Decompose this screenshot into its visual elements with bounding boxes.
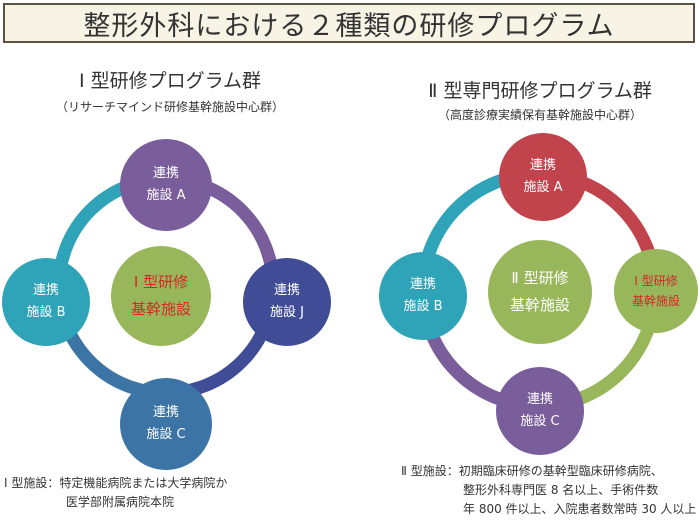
node-line2: 施設 C [520, 414, 560, 429]
node-line1: 連携 [529, 158, 556, 173]
node-line2: 施設 C [146, 427, 186, 442]
program2-node-facility-a: 連携 施設 A [499, 133, 587, 221]
program2-node-facility-c: 連携 施設 C [496, 367, 584, 455]
program1-note-text1: 特定機能病院または大学病院か [59, 476, 228, 490]
program2-note-text1: 初期臨床研修の基幹型臨床研修病院、 [458, 464, 663, 478]
program2-note: Ⅱ 型施設：初期臨床研修の基幹型臨床研修病院、 整形外科専門医 8 名以上、手術… [401, 462, 696, 519]
program2-note-line1: Ⅱ 型施設：初期臨床研修の基幹型臨床研修病院、 [401, 462, 696, 481]
program2-note-term: Ⅱ 型施設： [401, 464, 459, 478]
program2-title: Ⅱ 型専門研修プログラム群 [428, 80, 652, 102]
program1-node-facility-j: 連携 施設 J [243, 258, 331, 346]
program1-node-facility-a: 連携 施設 A [120, 139, 212, 231]
program1-title: Ⅰ 型研修プログラム群 [78, 70, 262, 92]
node-line2: 施設 J [270, 305, 304, 320]
node-line1: Ⅰ 型研修 [634, 274, 678, 288]
node-line1: 連携 [526, 392, 553, 407]
page-title: 整形外科における２種類の研修プログラム [3, 3, 695, 43]
program1-note: Ⅰ 型施設：特定機能病院または大学病院か 医学部附属病院本院 [4, 474, 227, 512]
node-line2: 施設 B [26, 305, 66, 320]
node-line1: 連携 [32, 283, 59, 298]
program2-note-line3: 年 800 件以上、入院患者数常時 30 人以上 [463, 502, 697, 516]
node-line1: 連携 [152, 405, 179, 420]
node-line2: 施設 B [403, 299, 443, 314]
program2-note-line2: 整形外科専門医 8 名以上、手術件数 [463, 483, 659, 497]
program1-subtitle: （リサーチマインド研修基幹施設中心群） [55, 100, 284, 114]
program1-note-term: Ⅰ 型施設： [4, 476, 60, 490]
program1-note-line1: Ⅰ 型施設：特定機能病院または大学病院か [4, 474, 227, 493]
program1-node-core-facility: Ⅰ 型研修 基幹施設 [111, 246, 211, 346]
node-line1: Ⅱ 型研修 [511, 269, 569, 287]
node-line1: Ⅰ 型研修 [133, 273, 189, 291]
node-line2: 施設 A [523, 180, 563, 195]
program1-node-facility-c: 連携 施設 C [120, 378, 212, 470]
node-line2: 基幹施設 [631, 294, 680, 308]
program1-node-facility-b: 連携 施設 B [2, 258, 90, 346]
page-title-text: 整形外科における２種類の研修プログラム [83, 10, 615, 42]
program2-node-type1-core-facility: Ⅰ 型研修 基幹施設 [614, 249, 698, 333]
node-line1: 連携 [409, 277, 436, 292]
node-line2: 基幹施設 [509, 296, 570, 314]
program1-note-line2: 医学部附属病院本院 [66, 495, 175, 509]
node-line2: 基幹施設 [130, 300, 191, 318]
node-line1: 連携 [273, 283, 300, 298]
program2-node-facility-b: 連携 施設 B [379, 252, 467, 340]
program2-node-core-facility: Ⅱ 型研修 基幹施設 [488, 240, 592, 344]
program2-subtitle: （高度診療実績保有基幹施設中心群） [437, 108, 642, 122]
node-line2: 施設 A [146, 188, 186, 203]
node-line1: 連携 [152, 166, 179, 181]
